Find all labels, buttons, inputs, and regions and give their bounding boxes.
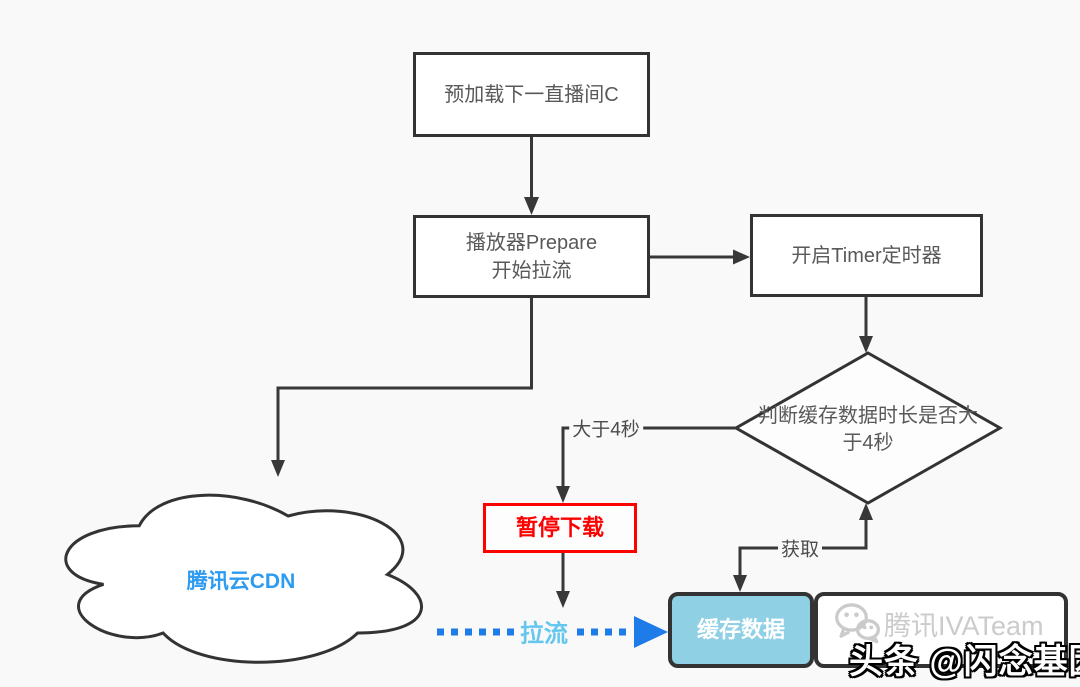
node-label: 开启Timer定时器 <box>791 244 942 267</box>
watermark-author: 头条 @闪念基因 <box>849 643 1080 681</box>
edge-label-pull-stream: 拉流 <box>517 613 571 649</box>
edge-label-fetch: 获取 <box>777 534 823 562</box>
node-cache-data: 缓存数据 <box>668 592 814 668</box>
edge-label-greater-than-4s: 大于4秒 <box>569 414 643 442</box>
edge-decision-pause <box>561 426 736 489</box>
wechat-icon <box>835 603 880 644</box>
arrowhead-down-icon <box>733 575 747 592</box>
arrowhead-down-icon <box>524 197 539 215</box>
node-preload-next-room: 预加载下一直播间C <box>413 52 650 137</box>
arrowhead-down-icon <box>271 460 285 477</box>
watermark-brand: 腾讯IVATeam <box>834 602 1044 644</box>
node-label: 预加载下一直播间C <box>444 83 619 106</box>
arrowhead-down-icon <box>556 486 570 503</box>
node-label: 暂停下载 <box>515 514 604 540</box>
buffer-remainder-box <box>814 592 1068 668</box>
watermark-brand-text: 腾讯IVATeam <box>884 610 1044 641</box>
cdn-cloud-label: 腾讯云CDN <box>186 570 296 593</box>
node-label: 缓存数据 <box>696 616 785 642</box>
node-label: 播放器Prepare 开始拉流 <box>465 231 598 282</box>
decision-label: 判断缓存数据时长是否大 于4秒 <box>758 405 978 454</box>
arrowhead-down-icon <box>556 591 570 608</box>
edge-prepare-cloud <box>276 298 533 463</box>
node-start-timer: 开启Timer定时器 <box>750 214 983 297</box>
cloud-shape <box>64 493 423 664</box>
node-player-prepare: 播放器Prepare 开始拉流 <box>413 215 650 298</box>
arrowhead-right-icon <box>733 249 750 265</box>
arrowhead-up-icon <box>859 503 873 520</box>
decision-diamond-shape <box>732 351 1004 505</box>
node-pause-download: 暂停下载 <box>483 503 637 553</box>
arrowhead-right-blue-icon <box>634 616 668 648</box>
arrowhead-down-icon <box>859 336 873 353</box>
